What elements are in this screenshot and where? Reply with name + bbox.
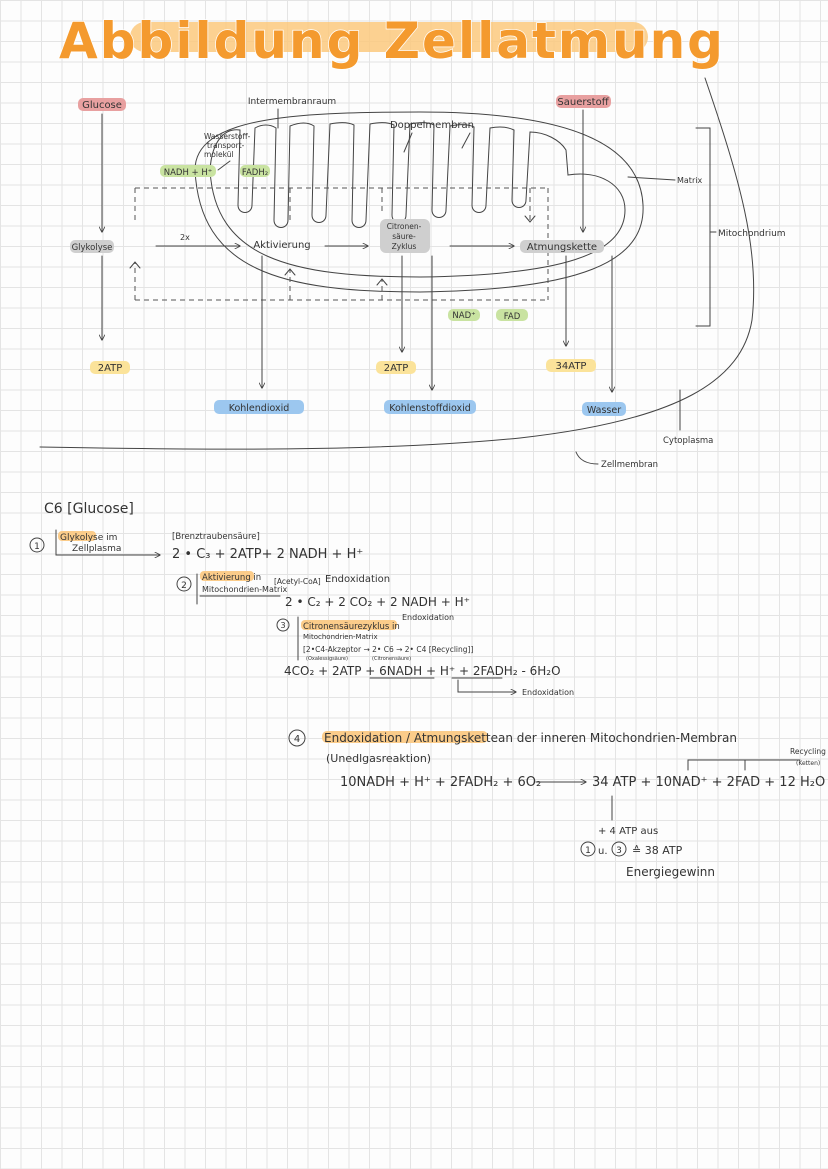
equation-1: 2 • C₃ + 2ATP+ 2 NADH + H⁺	[172, 547, 363, 562]
step-2-label-2: Mitochondrien-Matrix	[202, 585, 288, 594]
inner-membrane-cristae	[209, 122, 626, 278]
fadh-label: FADH₂	[242, 168, 268, 178]
factor-2x-label: 2x	[180, 233, 190, 242]
step-2-number: 2	[181, 581, 187, 591]
step-1: 1 Glykolyse im Zellplasma [Brenztraubens…	[29, 529, 363, 562]
step-4-title: Endoxidation / Atmungskette	[324, 731, 498, 745]
equation-3: 4CO₂ + 2ATP + 6NADH + H⁺ + 2FADH₂ - 6H₂O	[284, 664, 561, 678]
citric-acid-small: (Citronensäure)	[372, 656, 411, 662]
citric-cycle-line-3: Zyklus	[392, 242, 417, 251]
co2-citric-label: Kohlenstoffdioxid	[389, 403, 471, 414]
step-2: 2 Aktivierung in Mitochondrien-Matrix [A…	[176, 571, 470, 622]
citric-cycle-line-2: säure-	[392, 232, 416, 241]
step-1-label-2: Zellplasma	[72, 544, 121, 554]
double-membrane-label: Doppelmembran	[390, 120, 474, 131]
flow-arrows	[102, 109, 612, 392]
equation-4-left: 10NADH + H⁺ + 2FADH₂ + 6O₂	[340, 775, 541, 790]
endoxidation-a: Endoxidation	[325, 574, 390, 585]
unedel-label: (Unedlgasreaktion)	[326, 752, 431, 765]
energy-gain-label: Energiegewinn	[626, 865, 715, 879]
c6-glucose-heading: C6 [Glucose]	[44, 501, 134, 517]
hydrogen-transport-line-3: molekül	[204, 150, 234, 159]
step-1-label-1: Glykolyse im	[60, 533, 117, 543]
water-label: Wasser	[587, 405, 621, 416]
glucose-label: Glucose	[82, 100, 122, 111]
ref-step-1: 1	[585, 846, 591, 856]
cell-membrane-label: Zellmembran	[601, 460, 658, 470]
hydrogen-transport-line-2: transport-	[207, 141, 245, 150]
atp-34-chain: 34ATP	[556, 361, 587, 372]
mitochondrium-label: Mitochondrium	[718, 229, 786, 239]
outer-membrane	[194, 111, 644, 293]
fad-label: FAD	[504, 312, 521, 322]
mitochondrium-bracket	[695, 127, 717, 327]
title-highlight	[130, 22, 648, 52]
oxygen-label: Sauerstoff	[557, 97, 609, 108]
step-1-number: 1	[34, 542, 40, 552]
c4-acceptor-line: [2•C4-Akzeptor → 2• C6 → 2• C4 [Recyclin…	[303, 645, 473, 654]
nad-label: NAD⁺	[452, 311, 475, 321]
glycolysis-label: Glykolyse	[72, 243, 113, 253]
matrix-label: Matrix	[677, 176, 702, 185]
atp-2-citric: 2ATP	[384, 363, 409, 374]
recycling-label-2: (Ketten)	[796, 760, 820, 767]
acetyl-coa-label: [Acetyl-CoA]	[274, 577, 321, 586]
recycling-label-1: Recycling	[790, 747, 826, 756]
step-3: 3 Citronensäurezyklus in Mitochondrien-M…	[276, 616, 574, 697]
recycling-bracket	[687, 759, 801, 771]
step-4-location: an der inneren Mitochondrien-Membran	[498, 731, 737, 745]
cytoplasm-label: Cytoplasma	[663, 436, 713, 446]
co2-activation-label: Kohlendioxid	[229, 403, 290, 414]
nadh-label: NADH + H⁺	[164, 168, 213, 178]
hydrogen-transport-loop	[129, 187, 549, 301]
hydrogen-transport-label: Wasserstoff- transport- molekül	[204, 132, 251, 159]
title-banner: Abbildung Zellatmung	[58, 11, 725, 71]
mitochondrion	[194, 111, 644, 293]
cell-membrane-line	[39, 77, 755, 450]
oxalacetic-label: (Oxalessigsäure)	[306, 656, 348, 662]
citric-cycle-line-1: Citronen-	[387, 222, 422, 231]
step-3-label-1: Citronensäurezyklus in	[303, 622, 400, 632]
atp-2-glycolysis: 2ATP	[98, 363, 123, 374]
activation-label: Aktivierung	[253, 240, 310, 251]
and-label: u.	[598, 846, 608, 857]
step-2-label-1: Aktivierung in	[202, 573, 261, 583]
step-4-number: 4	[294, 734, 300, 745]
equation-2: 2 • C₂ + 2 CO₂ + 2 NADH + H⁺	[285, 595, 470, 609]
step-3-label-2: Mitochondrien-Matrix	[303, 633, 378, 641]
step-3-number: 3	[280, 621, 285, 630]
intermembrane-label: Intermembranraum	[248, 97, 336, 107]
ref-step-3: 3	[616, 846, 622, 856]
equation-4-right: 34 ATP + 10NAD⁺ + 2FAD + 12 H₂O	[592, 775, 825, 790]
step-4: 4 Endoxidation / Atmungskette an der inn…	[288, 729, 826, 879]
endoxidation-b: Endoxidation	[402, 613, 454, 622]
brenztrauben-label: [Brenztraubensäure]	[172, 532, 260, 542]
endoxidation-c: Endoxidation	[522, 688, 574, 697]
respiratory-chain-label: Atmungskette	[527, 242, 597, 253]
hydrogen-transport-line-1: Wasserstoff-	[204, 132, 251, 141]
total-atp: ≙ 38 ATP	[632, 844, 683, 857]
plus-4-atp: + 4 ATP aus	[598, 826, 658, 837]
page-title: Abbildung Zellatmung	[59, 12, 725, 70]
